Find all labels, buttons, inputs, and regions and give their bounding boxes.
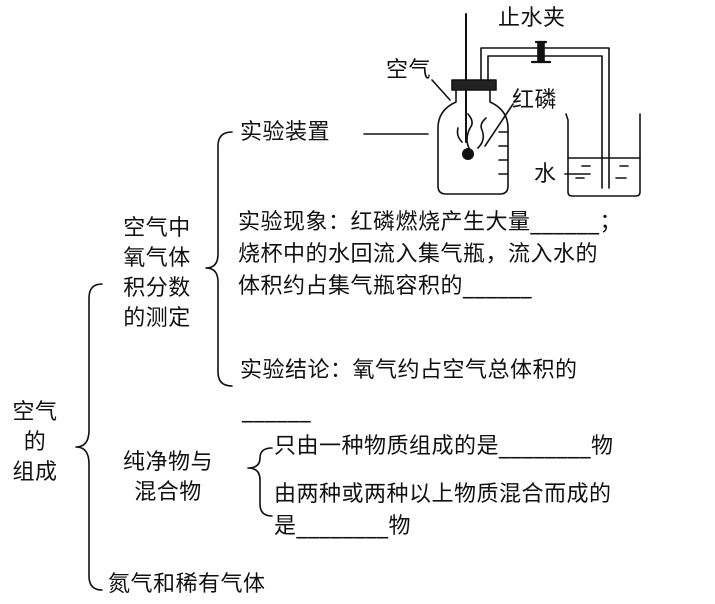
- pure-mixture-brace: [247, 447, 273, 517]
- phenomenon-line-2: 烧杯中的水回流入集气瓶，流入水的: [238, 242, 599, 267]
- phosphorus-spoon: [462, 148, 474, 160]
- nitrogen-label: 氮气和稀有气体: [108, 572, 266, 597]
- root-title-line-3: 组成: [12, 460, 58, 485]
- pure-substance-line: 只由一种物质组成的是________物: [274, 434, 614, 459]
- conclusion-line-2: ______: [242, 398, 311, 423]
- phenomenon-line-1: 实验现象：红磷燃烧产生大量______；: [238, 210, 623, 235]
- conclusion-line-1: 实验结论：氧气约占空气总体积的: [240, 358, 578, 383]
- rubber-stopper: [451, 79, 497, 91]
- oxygen-title-line-4: 的测定: [123, 306, 191, 331]
- root-brace: [75, 283, 103, 591]
- oxygen-brace: [205, 131, 233, 387]
- mixture-line-2: 是________物: [274, 514, 412, 539]
- air-label: 空气: [386, 58, 432, 83]
- pure-mixture-title-line-2: 混合物: [134, 480, 202, 505]
- root-title-line-1: 空气: [12, 400, 58, 425]
- delivery-tube-inner: [487, 55, 603, 189]
- gas-bottle: [437, 89, 509, 195]
- stop-clamp-label: 止水夹: [498, 6, 566, 31]
- delivery-tube-outer: [480, 47, 610, 189]
- red-phosphorus-label: 红磷: [512, 88, 558, 113]
- oxygen-title-line-3: 积分数: [123, 276, 191, 301]
- water-label: 水: [534, 162, 557, 187]
- mixture-line-1: 由两种或两种以上物质混合而成的: [274, 482, 612, 507]
- oxygen-title-line-2: 氧气体: [123, 246, 191, 271]
- apparatus-label: 实验装置: [240, 120, 331, 145]
- root-title-line-2: 的: [23, 430, 47, 455]
- pure-mixture-title-line-1: 纯净物与: [122, 450, 213, 475]
- beaker: [565, 113, 641, 197]
- oxygen-title-line-1: 空气中: [123, 216, 191, 241]
- phenomenon-line-3: 体积约占集气瓶容积的______: [238, 274, 533, 299]
